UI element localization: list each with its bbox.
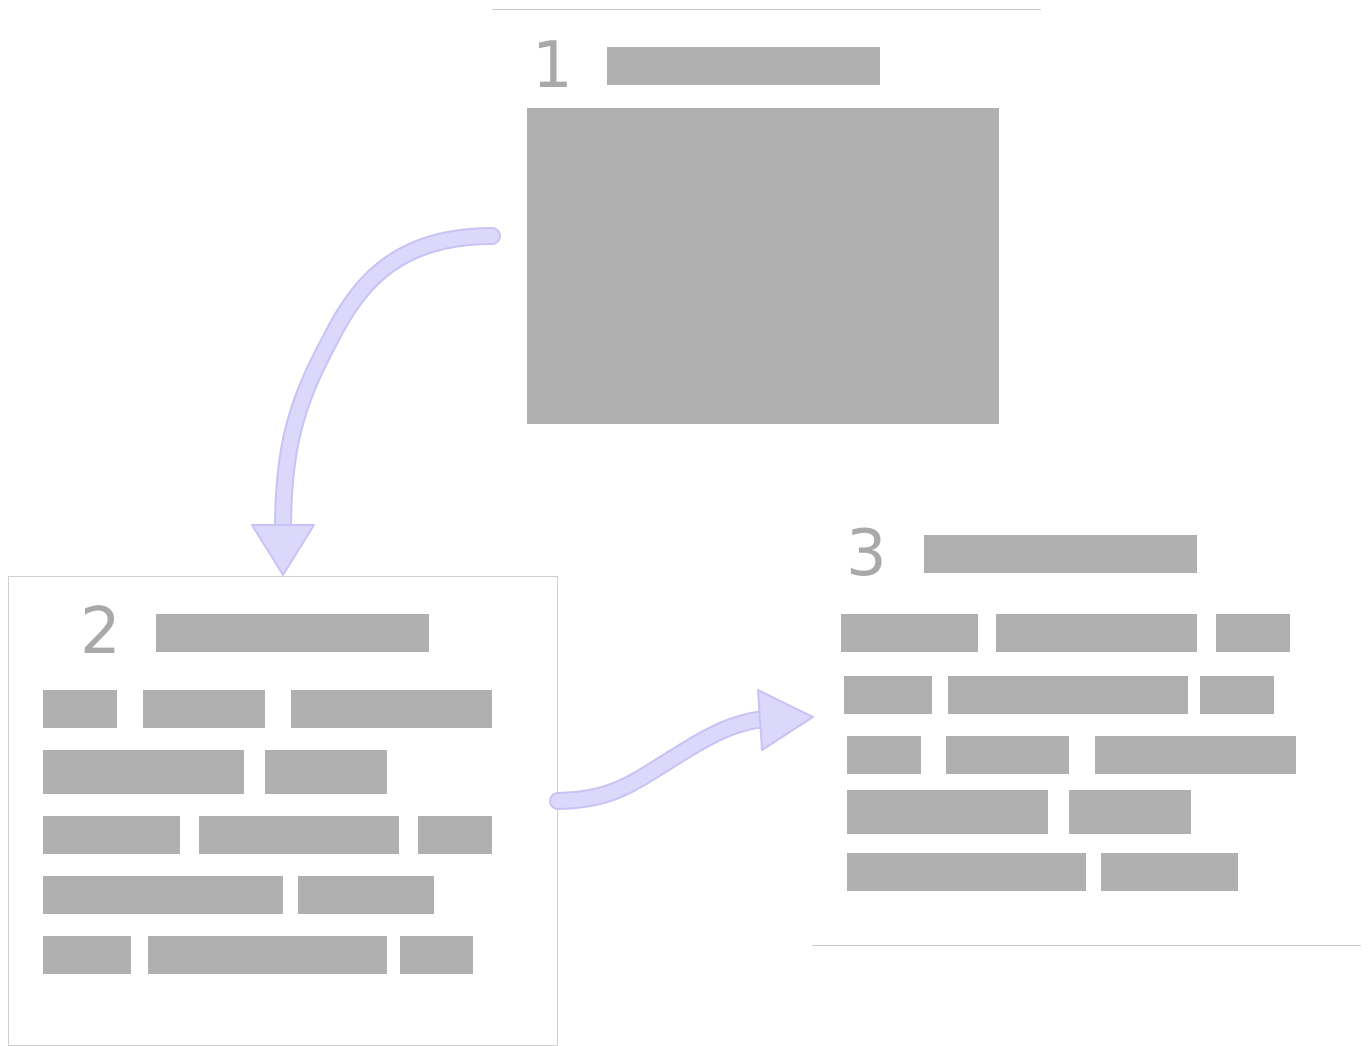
- top-divider: [492, 9, 1041, 10]
- step-3-number: 3: [846, 517, 887, 591]
- arrow-step-1-to-step-2: [251, 227, 501, 576]
- arrow-2-to-3-head: [757, 689, 814, 751]
- step-2-text-placeholder: [298, 876, 434, 914]
- step-2-text-placeholder: [400, 936, 473, 974]
- step-2-text-placeholder: [43, 876, 283, 914]
- step-2-text-placeholder: [43, 816, 180, 854]
- step-2-number: 2: [80, 595, 121, 669]
- step-3-text-placeholder: [847, 790, 1048, 834]
- step-1-title-placeholder: [607, 47, 880, 85]
- step-2-text-placeholder: [43, 750, 244, 794]
- arrow-1-to-2-head: [251, 524, 315, 576]
- step-2-text-placeholder: [43, 690, 117, 728]
- step-3-text-placeholder: [948, 676, 1188, 714]
- step-2-text-placeholder: [199, 816, 399, 854]
- arrow-step-2-to-step-3: [549, 689, 814, 810]
- step-3-text-placeholder: [1101, 853, 1238, 891]
- step-1-number: 1: [532, 29, 573, 103]
- arrow-1-to-2-shaft: [274, 227, 501, 539]
- step-3-text-placeholder: [1095, 736, 1296, 774]
- step-3-text-placeholder: [841, 614, 978, 652]
- arrow-2-to-3-shaft-fill: [551, 711, 782, 808]
- step-3-text-placeholder: [1200, 676, 1274, 714]
- step-3-bottom-divider: [812, 945, 1361, 946]
- step-1-image-placeholder: [527, 108, 999, 424]
- arrow-1-to-2-shaft-fill: [276, 229, 499, 537]
- step-3-title-placeholder: [924, 535, 1197, 573]
- step-3-text-placeholder: [847, 736, 921, 774]
- step-3-text-placeholder: [1069, 790, 1191, 834]
- step-2-text-placeholder: [143, 690, 265, 728]
- arrow-2-to-3-shaft: [549, 709, 784, 810]
- step-2-text-placeholder: [148, 936, 387, 974]
- step-2-text-placeholder: [418, 816, 492, 854]
- step-3-text-placeholder: [996, 614, 1197, 652]
- step-3-text-placeholder: [847, 853, 1086, 891]
- step-2-text-placeholder: [265, 750, 387, 794]
- step-3-text-placeholder: [844, 676, 932, 714]
- step-2-text-placeholder: [43, 936, 131, 974]
- step-3-text-placeholder: [946, 736, 1069, 774]
- step-3-text-placeholder: [1216, 614, 1290, 652]
- step-2-text-placeholder: [291, 690, 492, 728]
- step-2-title-placeholder: [156, 614, 429, 652]
